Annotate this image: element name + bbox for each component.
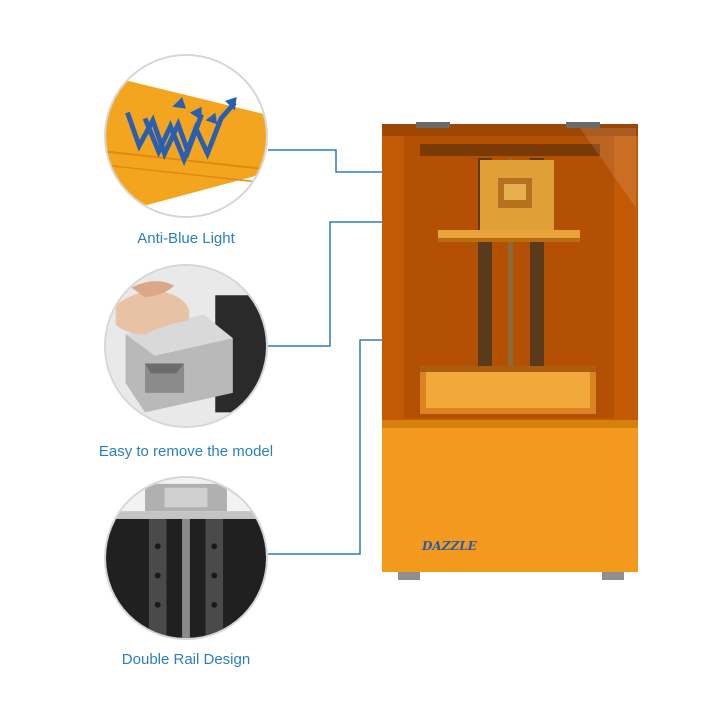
printer-foot-left (398, 570, 420, 580)
anti-blue-light-image (104, 54, 268, 218)
wave-arrows-icon (106, 56, 266, 216)
double-rail-image (104, 476, 268, 640)
feature-caption-anti-blue-light: Anti-Blue Light (137, 230, 235, 247)
feature-caption-easy-remove: Easy to remove the model (98, 443, 274, 460)
brand-logo: DAZZLE (421, 539, 478, 553)
platform-closeup (106, 266, 266, 426)
easy-remove-image (104, 264, 268, 428)
resin-3d-printer: DAZZLE (382, 122, 638, 580)
printer-foot-right (602, 570, 624, 580)
printer-base (382, 418, 638, 572)
rails-closeup (106, 478, 266, 638)
feature-caption-double-rail: Double Rail Design (121, 651, 251, 668)
build-platform (438, 230, 580, 238)
